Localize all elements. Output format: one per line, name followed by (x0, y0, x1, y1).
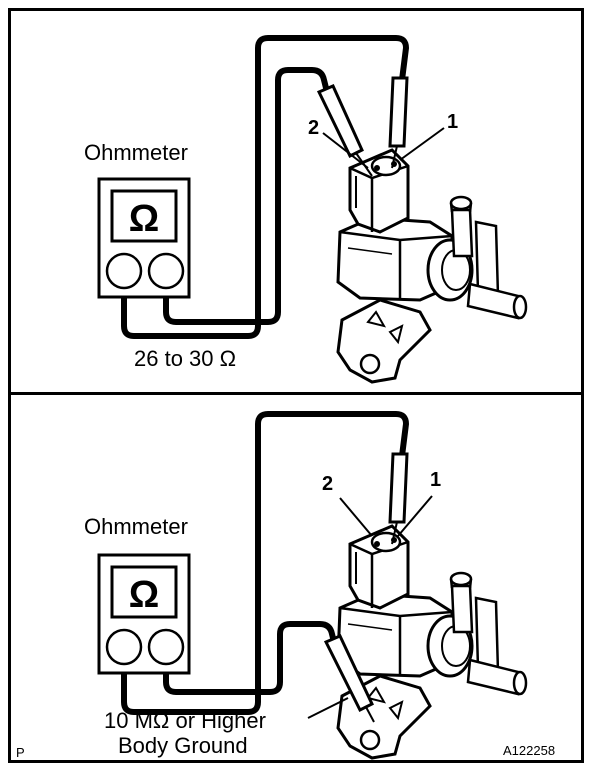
upper-resistance-spec: 26 to 30 Ω (134, 346, 237, 371)
lower-wire-inner (163, 621, 337, 695)
upper-ohmmeter-label: Ohmmeter (84, 140, 188, 165)
upper-terminal-1-label: 1 (447, 111, 459, 133)
upper-wire-inner (163, 67, 329, 325)
panel-divider (8, 392, 584, 395)
corner-mark: P (16, 745, 25, 760)
upper-wire-outer (121, 35, 410, 339)
upper-leader-2 (322, 132, 369, 169)
lower-probe-body-ground (323, 634, 375, 723)
lower-terminal-2-label: 2 (322, 473, 334, 495)
figure-code: A122258 (503, 743, 556, 758)
lower-terminal-1-label: 1 (430, 469, 442, 491)
upper-terminal-2-label: 2 (308, 117, 320, 139)
upper-vsv-valve (336, 148, 528, 384)
upper-omega-symbol: Ω (129, 198, 159, 240)
lower-vsv-valve (336, 524, 528, 760)
lower-ohmmeter-label: Ohmmeter (84, 514, 188, 539)
upper-leader-1 (399, 127, 445, 161)
lower-wire-outer (121, 411, 410, 715)
lower-leader-ground (307, 697, 349, 719)
lower-leader-2 (339, 497, 373, 537)
lower-ground-label: Body Ground (118, 733, 248, 758)
lower-omega-symbol: Ω (129, 574, 159, 616)
lower-leader-1 (397, 495, 433, 537)
lower-resistance-spec: 10 MΩ or Higher (104, 708, 266, 733)
